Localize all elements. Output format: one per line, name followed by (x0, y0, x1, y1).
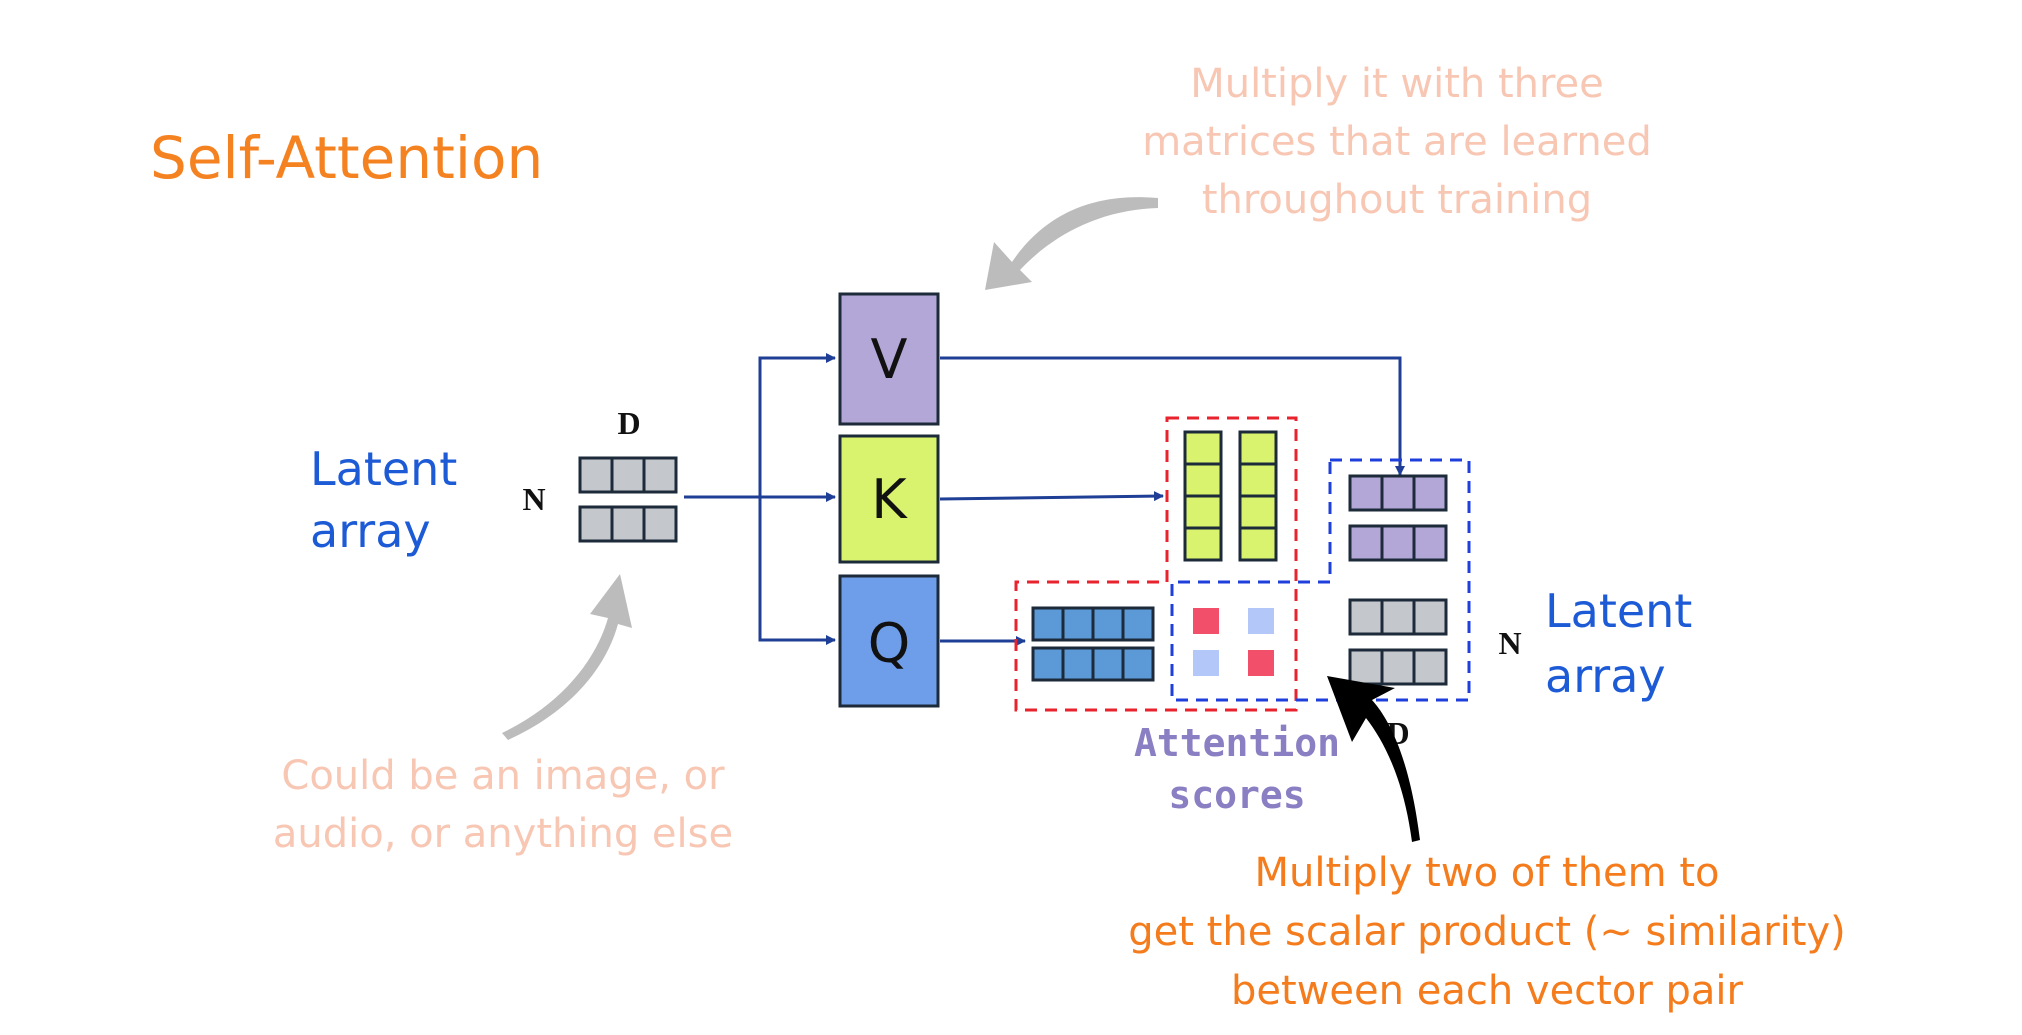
annotation-bottom: Multiply two of them to get the scalar p… (1128, 850, 1845, 1014)
annotation-left-line-2: audio, or anything else (273, 811, 733, 857)
page-title: Self-Attention (150, 124, 543, 192)
annotation-bottom-line-2: get the scalar product (~ similarity) (1128, 909, 1845, 955)
latent-input-row-2 (578, 505, 678, 543)
latent-array-input: Latent array D N (310, 405, 678, 558)
blue-dashed-region (1170, 458, 1471, 702)
q-matrix: Q (838, 574, 940, 708)
v-matrix-label: V (871, 328, 908, 391)
latent-input-row-1 (578, 456, 678, 494)
v-output-row-1 (1348, 474, 1448, 512)
grey-curved-arrow-left (502, 574, 632, 740)
latent-input-dim-n: N (522, 481, 545, 517)
v-matrix: V (838, 292, 940, 426)
latent-input-label-line-1: Latent (310, 442, 457, 496)
latent-output-dim-n: N (1498, 625, 1521, 661)
k-matrix: K (838, 434, 940, 564)
k-transposed-column-1 (1183, 430, 1223, 562)
black-curved-arrow (1327, 676, 1420, 842)
annotation-top-line-2: matrices that are learned (1142, 119, 1652, 165)
red-dashed-region (1014, 416, 1298, 712)
latent-output-row-1 (1348, 598, 1448, 636)
annotation-top-line-1: Multiply it with three (1190, 61, 1604, 107)
grey-curved-arrow-top (985, 197, 1158, 290)
latent-input-dim-d: D (617, 405, 640, 441)
annotation-left-line-1: Could be an image, or (281, 753, 725, 799)
annotation-bottom-line-3: between each vector pair (1231, 968, 1743, 1014)
v-output-row-2 (1348, 524, 1448, 562)
annotation-top-line-3: throughout training (1202, 177, 1592, 223)
latent-output-row-2 (1348, 648, 1448, 686)
annotation-bottom-line-1: Multiply two of them to (1255, 850, 1720, 896)
attention-label-line-1: Attention (1134, 721, 1340, 765)
annotation-top: Multiply it with three matrices that are… (1142, 61, 1652, 223)
attention-label-line-2: scores (1168, 773, 1305, 817)
q-row-2 (1031, 646, 1155, 682)
input-branch-arrows (684, 353, 836, 645)
latent-input-label-line-2: array (310, 504, 431, 558)
annotation-left: Could be an image, or audio, or anything… (273, 753, 733, 857)
k-matrix-label: K (871, 468, 908, 531)
k-transposed-column-2 (1238, 430, 1278, 562)
q-row-1 (1031, 606, 1155, 642)
output-arrows (939, 356, 1405, 646)
latent-output-label-line-1: Latent (1545, 584, 1692, 638)
q-matrix-label: Q (868, 612, 911, 675)
attention-score-grid (1193, 608, 1274, 676)
latent-output-label-line-2: array (1545, 649, 1666, 703)
